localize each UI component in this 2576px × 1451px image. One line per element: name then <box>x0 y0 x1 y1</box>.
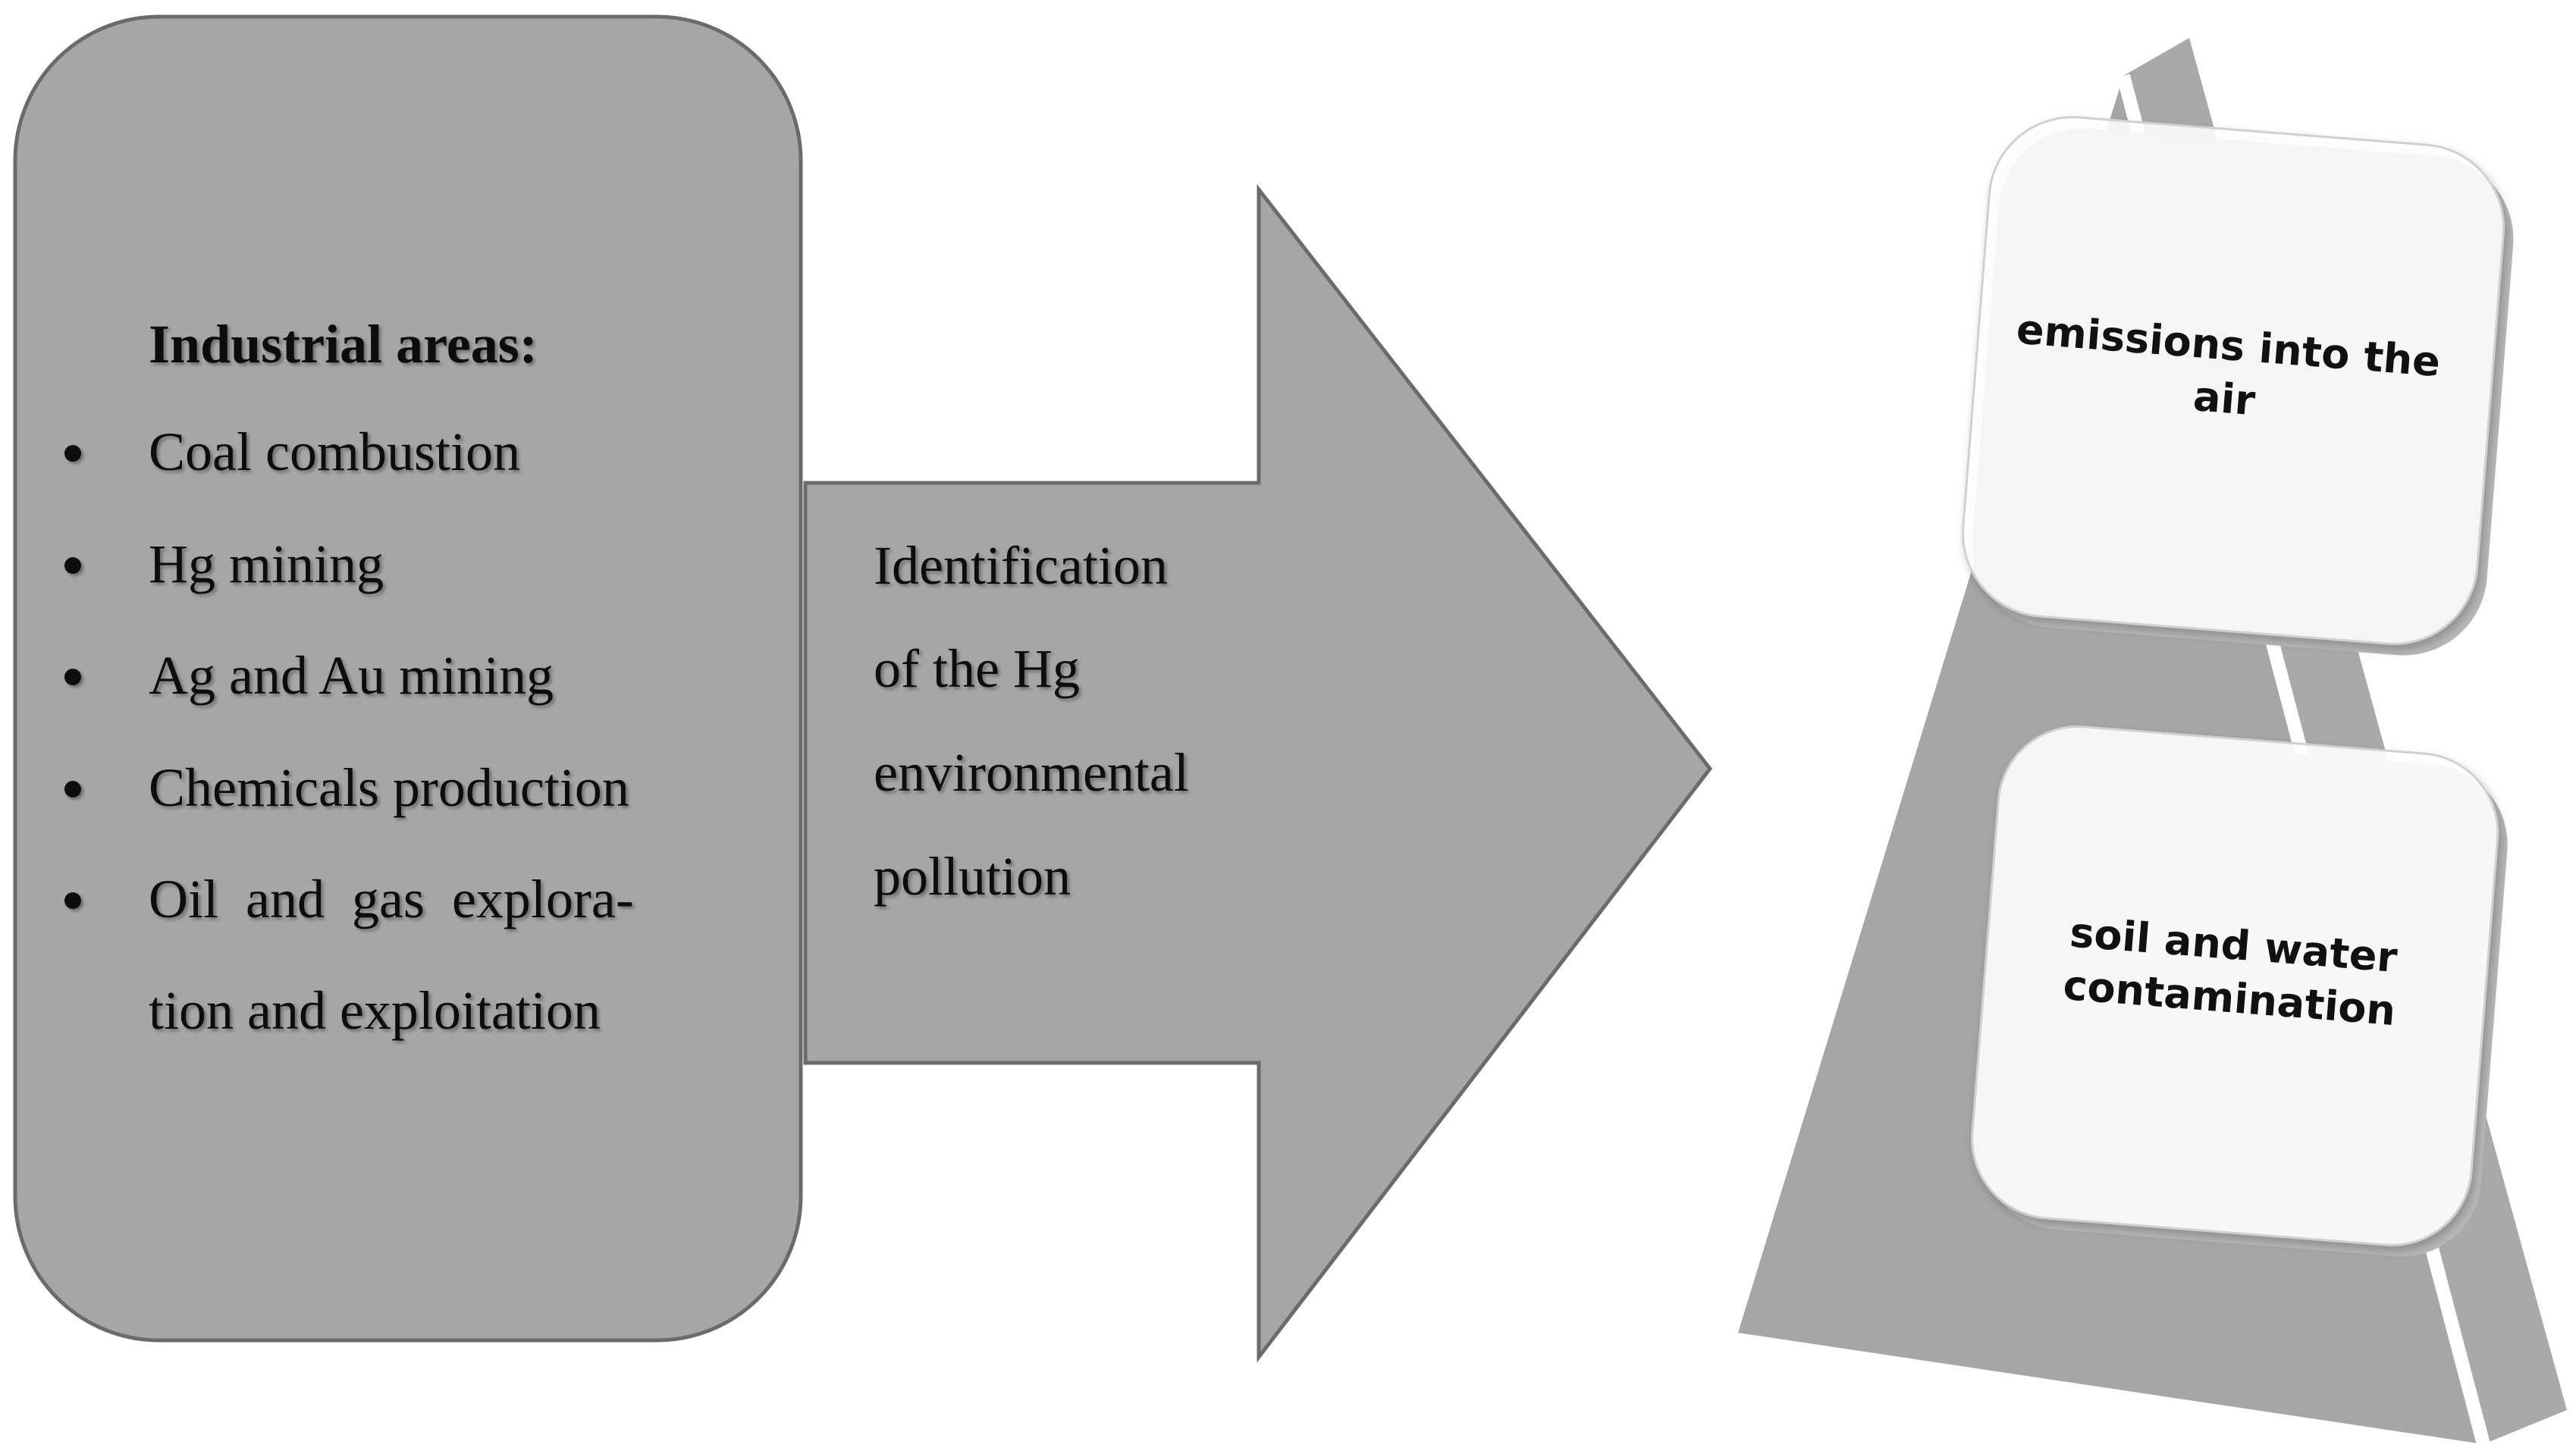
industrial-areas-heading: Industrial areas: <box>149 314 538 375</box>
soil-water-card: soil and water contamination <box>1971 725 2508 1257</box>
list-item-chemicals-production: Chemicals production <box>149 757 629 818</box>
emissions-card: emissions into the air <box>1961 116 2514 656</box>
industrial-areas-box-shape <box>13 14 803 1343</box>
pyramid: emissions into the air soil and water co… <box>1738 38 2567 1446</box>
list-item-oil-gas-line1: Oil and gas explora- <box>149 869 634 929</box>
arrow-text-line3: environmental <box>874 742 1189 803</box>
arrow-text-line2: of the Hg <box>874 638 1080 699</box>
arrow-text-line4: pollution <box>874 846 1071 907</box>
arrow-shape <box>803 183 1713 1363</box>
bullet-icon <box>64 781 81 798</box>
bullet-icon <box>64 445 81 462</box>
identification-arrow: Identification of the Hg environmental p… <box>803 183 1713 1363</box>
list-item-oil-gas-line2: tion and exploitation <box>149 980 601 1041</box>
bullet-icon <box>64 557 81 574</box>
soil-water-card-face <box>1971 725 2499 1246</box>
industrial-areas-box: Industrial areas: Coal combustion Hg min… <box>13 14 803 1343</box>
list-item-hg-mining: Hg mining <box>149 534 384 594</box>
bullet-icon <box>64 892 81 909</box>
arrow-text-line1: Identification <box>874 535 1168 596</box>
list-item-ag-au-mining: Ag and Au mining <box>149 645 554 706</box>
bullet-icon <box>64 669 81 685</box>
emissions-card-face <box>1961 116 2505 645</box>
list-item-coal-combustion: Coal combustion <box>149 422 520 482</box>
emissions-card-line2: air <box>2192 372 2258 425</box>
